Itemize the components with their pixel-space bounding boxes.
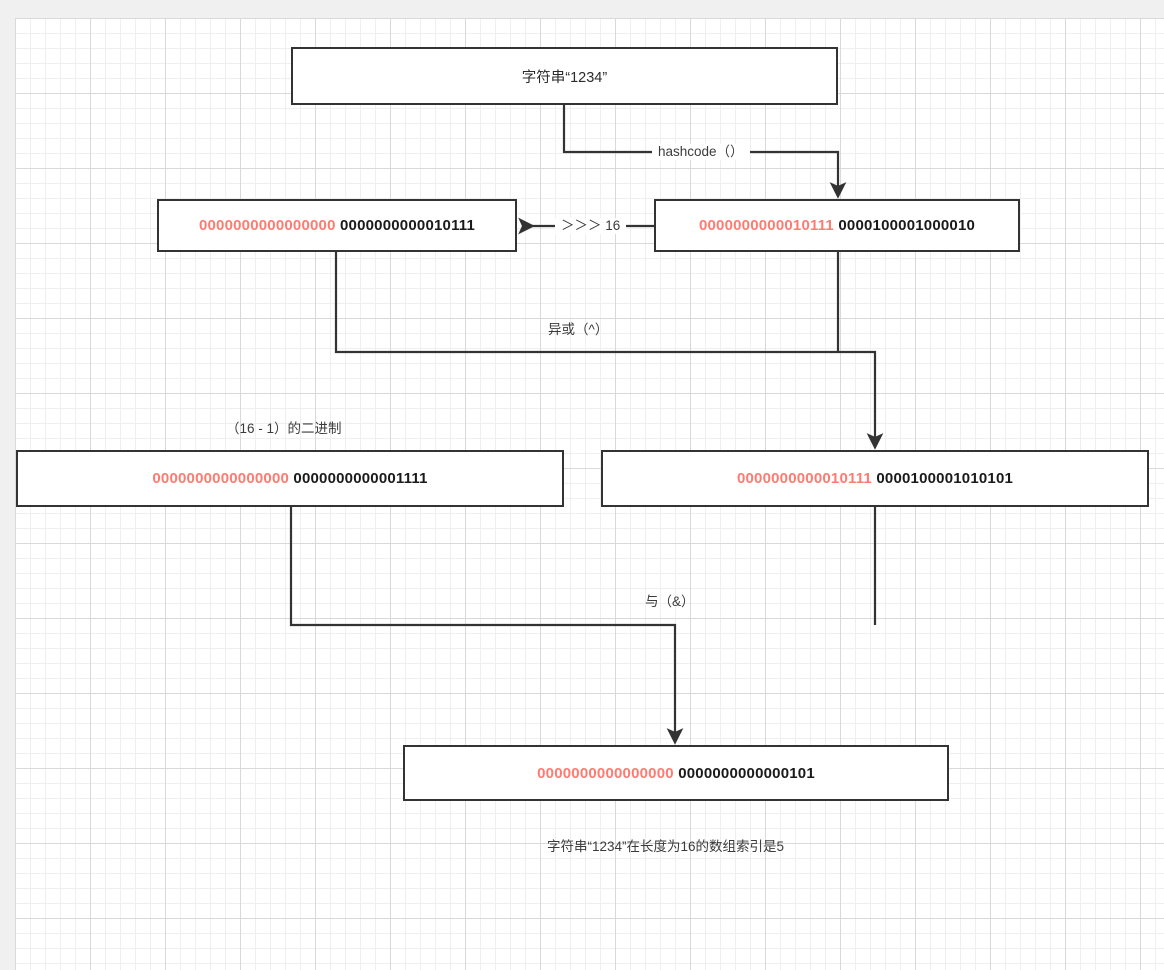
diagram-caption: 字符串“1234”在长度为16的数组索引是5 [547,839,785,854]
xor-bits-high: 0000000000010111 [736,470,872,487]
input-string-text: 字符串“1234” [521,69,608,86]
result-bits-low: 0000000000000101 [678,764,815,782]
edge-label-hashcode: hashcode（） [652,144,750,160]
edge-shifted-to-xor [334,252,884,450]
mask-bits: 0000000000000000 0000000000001111 [152,470,427,487]
xor-bits-low: 0000100001010101 [876,470,1014,487]
hashcode-bits-high: 0000000000010111 [698,217,834,234]
node-input-string: 字符串“1234” [291,47,838,105]
node-final-index: 0000000000000000 0000000000000101 [403,745,949,801]
mask-bits-high: 0000000000000000 [152,470,290,487]
node-mask: 0000000000000000 0000000000001111 [16,450,564,507]
shifted-bits: 0000000000000000 0000000000010111 [199,217,475,234]
result-bits: 0000000000000000 0000000000000101 [537,765,815,782]
hashcode-bits-low: 0000100001000010 [838,217,976,234]
note-mask-binary: （16 - 1）的二进制 [226,421,342,436]
hashcode-bits: 0000000000010111 0000100001000010 [699,217,975,234]
mask-bits-low: 0000000000001111 [293,470,428,487]
edge-label-xor: 异或（^） [548,322,609,337]
node-xor-result: 0000000000010111 0000100001010101 [601,450,1149,507]
edge-mask-to-result [289,507,684,745]
node-shifted-hash: 0000000000000000 0000000000010111 [157,199,517,252]
shifted-bits-low: 0000000000010111 [340,217,476,234]
edge-label-shift-right: ＞＞＞ 16 [555,218,627,234]
xor-bits: 0000000000010111 0000100001010101 [737,470,1013,487]
shifted-bits-high: 0000000000000000 [198,217,336,234]
node-hashcode: 0000000000010111 0000100001000010 [654,199,1020,252]
edge-label-and: 与（&） [645,594,695,609]
result-bits-high: 0000000000000000 [537,764,674,782]
